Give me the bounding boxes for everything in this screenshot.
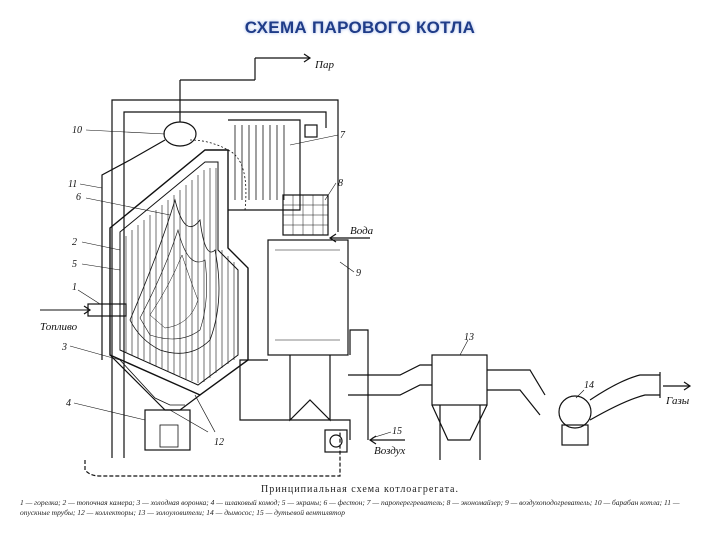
callout-6: 6 [76,192,81,203]
air-heater [267,239,349,356]
callout-12: 12 [214,437,224,448]
boiler-drum [163,121,197,147]
screen-tubes [125,168,235,383]
dust-collector [431,354,488,406]
caption-title: Принципиальная схема котлоагрегата. [260,484,459,495]
fuel-label: Топливо [40,321,78,333]
callout-13: 13 [464,332,474,343]
callout-9: 9 [356,268,361,279]
callout-3: 3 [61,342,67,353]
air-label: Воздух [374,445,405,457]
callout-7: 7 [340,130,346,141]
flue-duct [348,364,432,396]
callout-10: 10 [72,125,82,136]
figure-caption: Принципиальная схема котлоагрегата. 1 — … [20,484,700,518]
downcomer [101,139,166,360]
callout-2: 2 [72,237,77,248]
callout-8: 8 [338,178,343,189]
furnace-wall [109,149,249,396]
callout-4: 4 [66,398,71,409]
steam-label: Пар [314,59,334,71]
callout-15: 15 [392,426,402,437]
superheater [189,119,301,211]
flame [129,198,220,354]
water-label: Вода [350,225,374,237]
callout-1: 1 [72,282,77,293]
smoke-exhauster [558,395,592,429]
slag-box [144,409,191,451]
callout-11: 11 [68,179,77,190]
air-duct [239,359,351,440]
boiler-frame [111,99,339,458]
draft-fan [324,429,348,453]
caption-legend: 1 — горелка; 2 — топочная камера; 3 — хо… [20,498,680,517]
slide-title: СХЕМА ПАРОВОГО КОТЛА [244,18,476,37]
gases-label: Газы [665,395,690,407]
callout-14: 14 [584,380,594,391]
foundation-line [84,430,341,477]
callout-5: 5 [72,259,77,270]
